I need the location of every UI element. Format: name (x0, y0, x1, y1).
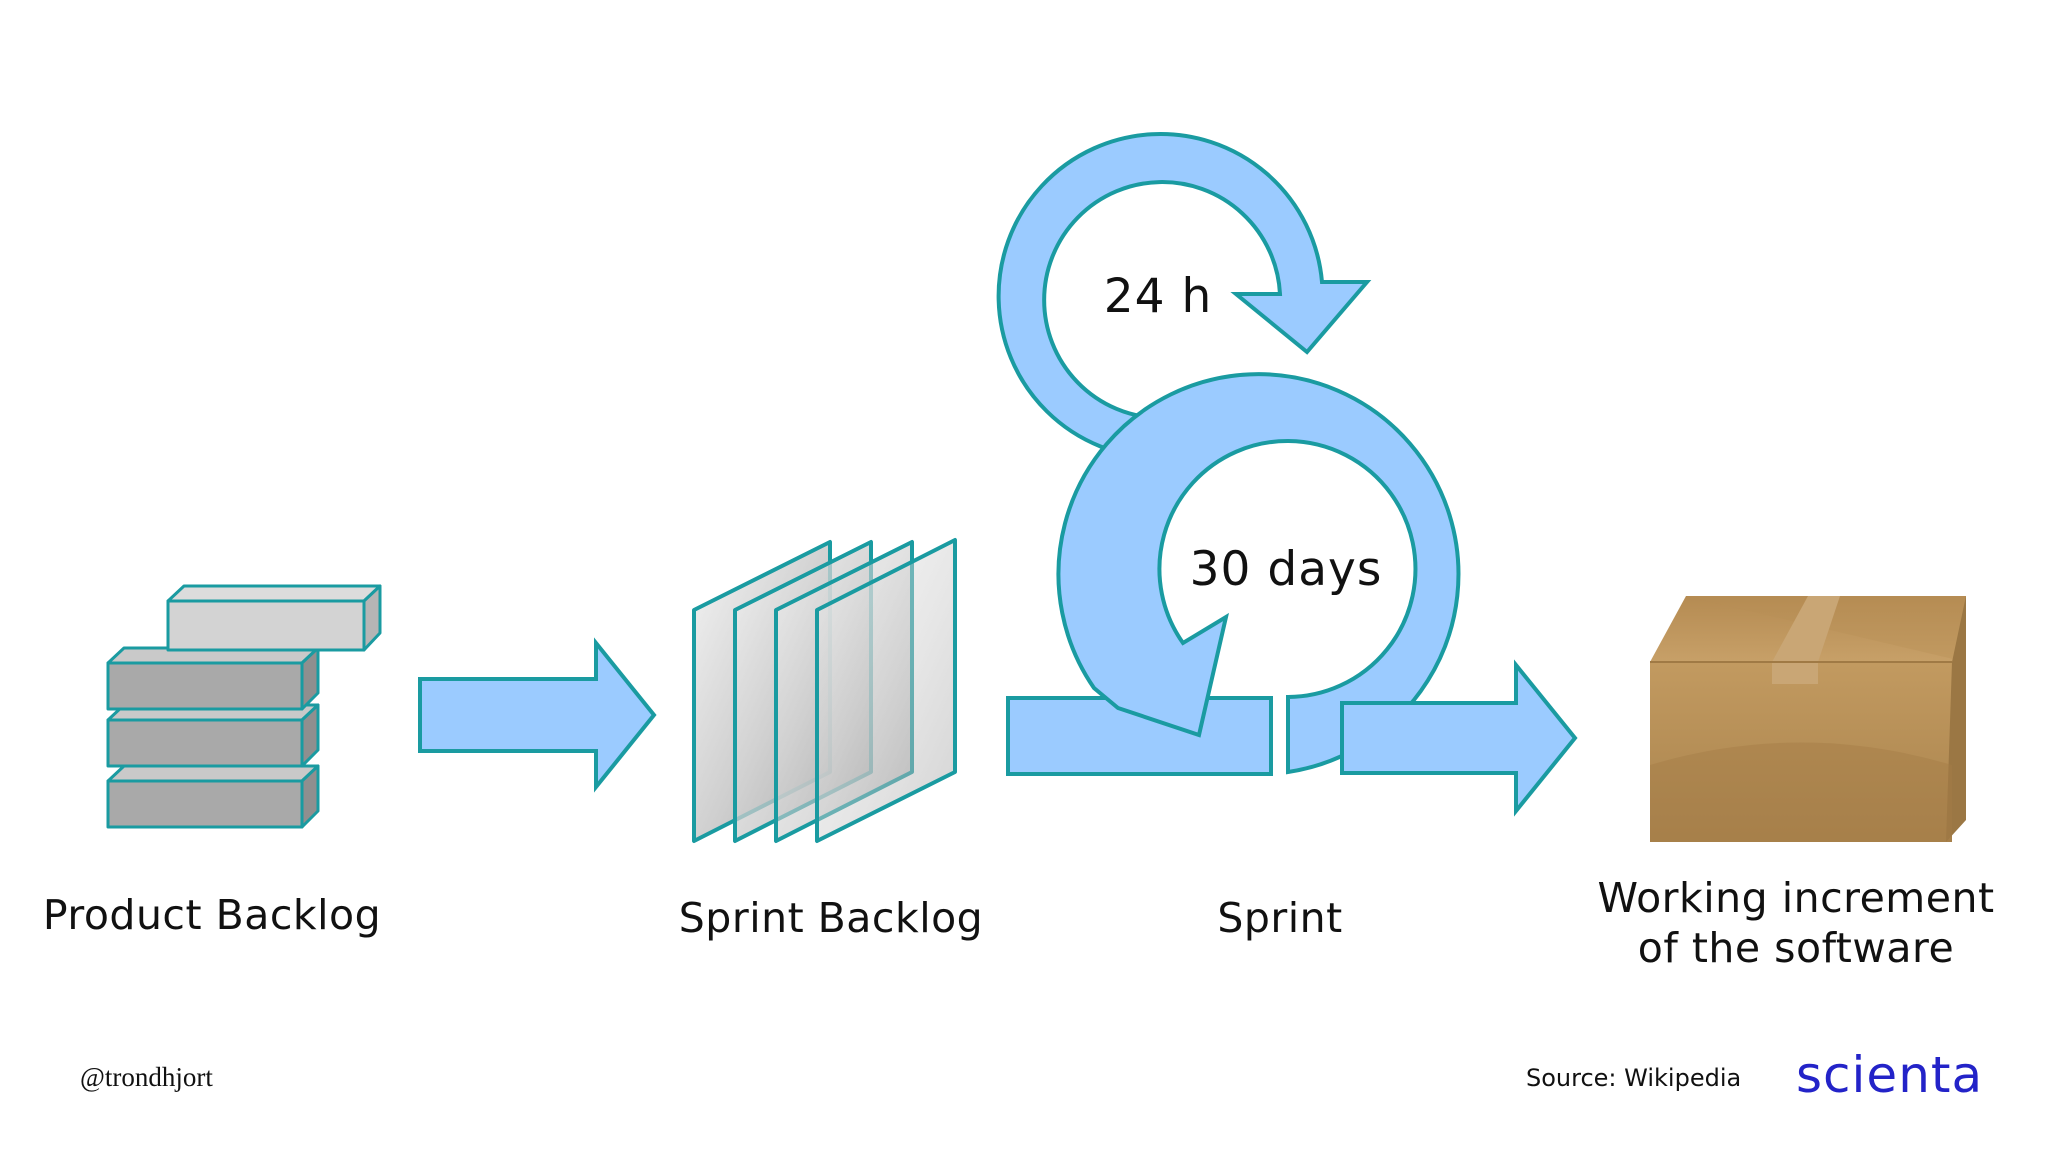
sprint-cycle-icon (996, 132, 1578, 817)
product-backlog-icon (106, 584, 382, 829)
author-handle: @trondhjort (80, 1062, 213, 1092)
source-credit: Source: Wikipedia (1526, 1064, 1742, 1092)
sprint-label: Sprint (1217, 894, 1342, 942)
daily-cycle-label: 24 h (1104, 269, 1213, 324)
software-increment-box-icon (1650, 596, 1966, 842)
sprint-cycle-label: 30 days (1190, 542, 1383, 597)
sprint-backlog-icon (692, 538, 957, 843)
product-backlog-label: Product Backlog (43, 891, 381, 939)
flow-arrow-icon (418, 637, 657, 793)
increment-label-line2: of the software (1638, 924, 1954, 972)
brand-logo: scienta (1796, 1046, 1984, 1104)
sprint-backlog-label: Sprint Backlog (679, 894, 983, 942)
increment-label-line1: Working increment (1597, 874, 1994, 922)
